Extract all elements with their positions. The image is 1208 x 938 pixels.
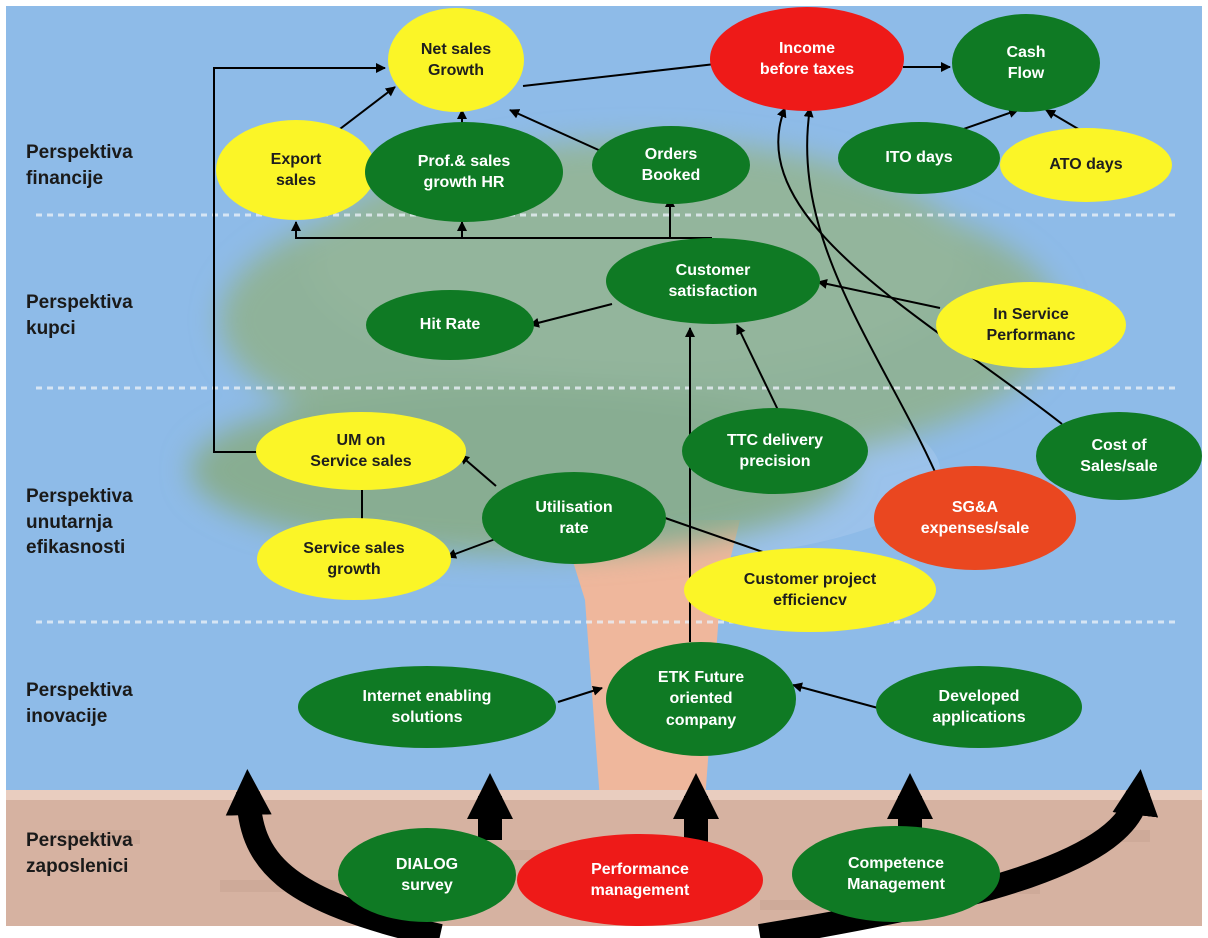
node-ito-days: ITO days xyxy=(838,122,1000,194)
perspective-unutarnja-label: Perspektiva unutarnja efikasnosti xyxy=(26,486,133,559)
node-ttc-delivery-precision: TTC delivery precision xyxy=(682,408,868,494)
node-ato-days: ATO days xyxy=(1000,128,1172,202)
perspective-zaposlenici-label: Perspektiva zaposlenici xyxy=(26,830,133,877)
node-orders-booked: Orders Booked xyxy=(592,126,750,204)
node-income-before-taxes: Income before taxes xyxy=(710,7,904,111)
node-cash-flow: Cash Flow xyxy=(952,14,1100,112)
node-cost-of-sales: Cost of Sales/sale xyxy=(1036,412,1202,500)
node-performance-management: Performance management xyxy=(517,834,763,926)
node-hit-rate: Hit Rate xyxy=(366,290,534,360)
node-etk-future-oriented-company: ETK Future oriented company xyxy=(606,642,796,756)
node-in-service-performance: In Service Performanc xyxy=(936,282,1126,368)
node-customer-satisfaction: Customer satisfaction xyxy=(606,238,820,324)
node-sga-expenses: SG&A expenses/sale xyxy=(874,466,1076,570)
node-developed-applications: Developed applications xyxy=(876,666,1082,748)
node-utilisation-rate: Utilisation rate xyxy=(482,472,666,564)
perspective-inovacije-label: Perspektiva inovacije xyxy=(26,680,133,727)
node-prof-sales-growth-hr: Prof.& sales growth HR xyxy=(365,122,563,222)
node-service-sales-growth: Service sales growth xyxy=(257,518,451,600)
node-export-sales: Export sales xyxy=(216,120,376,220)
perspective-financije-label: Perspektiva financije xyxy=(26,142,133,189)
node-internet-enabling-solutions: Internet enabling solutions xyxy=(298,666,556,748)
node-net-sales-growth: Net sales Growth xyxy=(388,8,524,112)
node-competence-management: Competence Management xyxy=(792,826,1000,922)
node-dialog-survey: DIALOG survey xyxy=(338,828,516,922)
perspective-kupci-label: Perspektiva kupci xyxy=(26,292,133,339)
node-customer-project-efficiency: Customer project efficiencv xyxy=(684,548,936,632)
node-um-on-service-sales: UM on Service sales xyxy=(256,412,466,490)
